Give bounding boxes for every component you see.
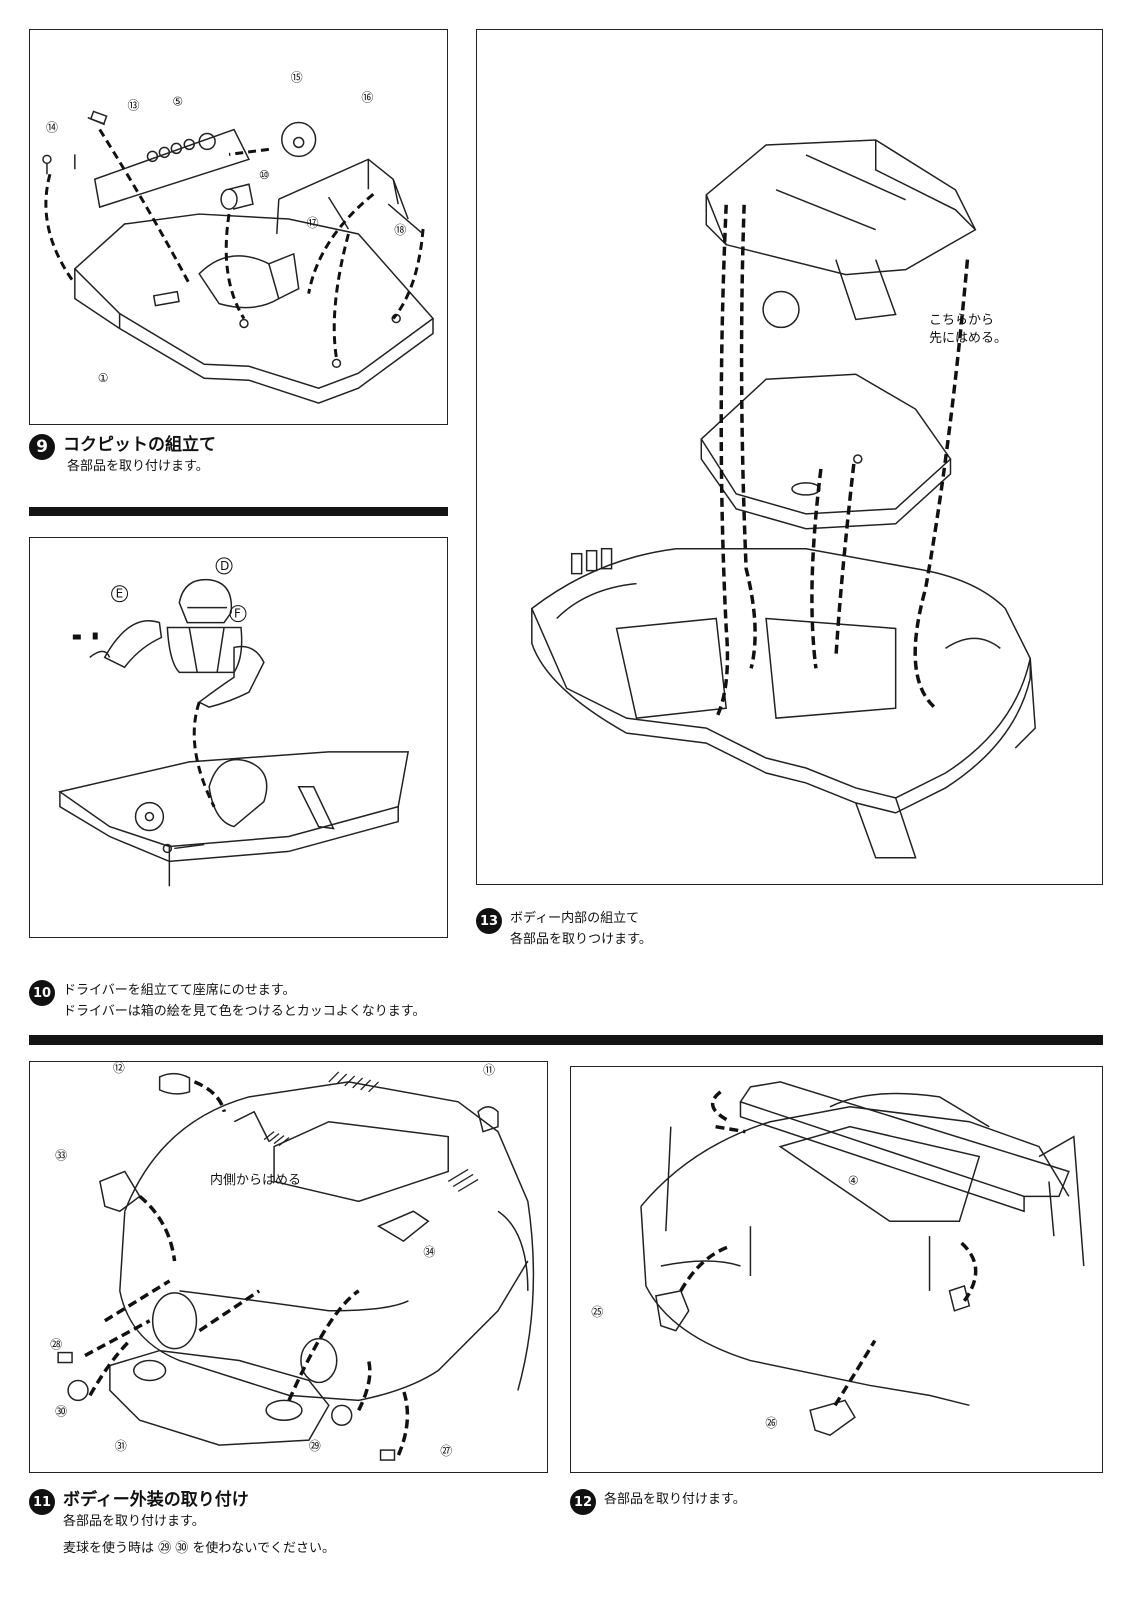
diagram-panel-step-12: ④ ㉕ ㉖: [570, 1066, 1103, 1473]
callout-line: こちらから: [929, 313, 995, 328]
from-inside-note: 内側からはめる: [210, 1173, 302, 1188]
section-divider: [29, 1035, 1103, 1045]
part-label-28: ㉘: [50, 1338, 62, 1352]
part-label-34: ㉞: [423, 1245, 435, 1259]
step-number-badge: 12: [570, 1489, 596, 1515]
diagram-panel-step-13: こちらから 先にはめる。: [476, 29, 1103, 885]
step-line: 各部品を取り付けます。: [604, 1492, 746, 1507]
step-13-instructions: 13 ボディー内部の組立て 各部品を取りつけます。: [476, 908, 652, 950]
step-line: 各部品を取り付けます。: [67, 459, 209, 474]
part-label-13: ⑬: [128, 99, 140, 113]
step-line: 各部品を取り付けます。: [63, 1514, 205, 1529]
driver-seat-drawing: D E F: [58, 557, 410, 887]
part-label-26: ㉖: [765, 1416, 777, 1430]
step-title: コクピットの組立て: [63, 435, 216, 455]
part-label-15: ⑮: [291, 71, 303, 85]
step-12-instructions: 12 各部品を取り付けます。: [570, 1489, 746, 1515]
body-interior-drawing: [530, 139, 1036, 859]
step-line: ボディー内部の組立て: [510, 911, 640, 926]
part-label-25: ㉕: [591, 1305, 603, 1319]
insert-first-note: こちらから 先にはめる。: [929, 312, 1007, 348]
diagram-panel-step-9: ⑬ ⑤ ⑮ ⑯ ⑭ ⑩ ⑰ ⑱ ①: [29, 29, 448, 425]
part-label-29: ㉙: [309, 1439, 321, 1453]
part-label-27: ㉗: [440, 1444, 452, 1458]
step-number-badge: 9: [29, 434, 55, 460]
section-divider: [29, 507, 448, 516]
step-number-badge: 11: [29, 1489, 55, 1515]
step-line: 麦球を使う時は ㉙ ㉚ を使わないでください。: [63, 1541, 336, 1556]
body-rear-wing-drawing: ④ ㉕ ㉖: [591, 1081, 1085, 1437]
diagram-panel-step-10: D E F: [29, 537, 448, 938]
part-label-16: ⑯: [361, 91, 373, 105]
part-label-10: ⑩: [259, 168, 270, 182]
cockpit-assembly-drawing: ⑬ ⑤ ⑮ ⑯ ⑭ ⑩ ⑰ ⑱ ①: [42, 71, 435, 404]
diagram-panel-step-11: ⑫ ⑪ ㉝ ㉘ ㉞ ㉚ ㉛ ㉙ ㉗ 内側からはめる: [29, 1061, 548, 1473]
step-line: ドライバーは箱の絵を見て色をつけるとカッコよくなります。: [63, 1004, 426, 1019]
step-line: 各部品を取りつけます。: [510, 932, 652, 947]
step-title: ボディー外装の取り付け: [63, 1490, 249, 1510]
part-label-5: ⑤: [172, 95, 183, 109]
step-10-instructions: 10 ドライバーを組立てて座席にのせます。 ドライバーは箱の絵を見て色をつけると…: [29, 980, 425, 1022]
part-label-30: ㉚: [55, 1404, 67, 1418]
part-label-D: D: [220, 559, 229, 573]
step-number-badge: 10: [29, 980, 55, 1006]
part-label-12: ⑫: [113, 1062, 125, 1075]
part-label-1: ①: [98, 371, 109, 385]
part-label-33: ㉝: [55, 1149, 67, 1163]
step-number-badge: 13: [476, 908, 502, 934]
part-label-F: F: [234, 607, 241, 621]
step-11-instructions: 11 ボディー外装の取り付け 各部品を取り付けます。 麦球を使う時は ㉙ ㉚ を…: [29, 1489, 335, 1559]
part-label-14: ⑭: [46, 120, 58, 134]
part-label-4: ④: [848, 1173, 859, 1187]
part-label-31: ㉛: [115, 1439, 127, 1453]
step-line: ドライバーを組立てて座席にのせます。: [63, 983, 296, 998]
part-label-E: E: [116, 587, 124, 601]
callout-line: 先にはめる。: [929, 331, 1008, 346]
step-9-instructions: 9 コクピットの組立て 各部品を取り付けます。: [29, 434, 216, 477]
part-label-11: ⑪: [483, 1063, 495, 1077]
body-exterior-front-drawing: ⑫ ⑪ ㉝ ㉘ ㉞ ㉚ ㉛ ㉙ ㉗: [50, 1062, 535, 1461]
part-label-17: ⑰: [307, 216, 319, 230]
part-label-18: ⑱: [394, 223, 406, 237]
